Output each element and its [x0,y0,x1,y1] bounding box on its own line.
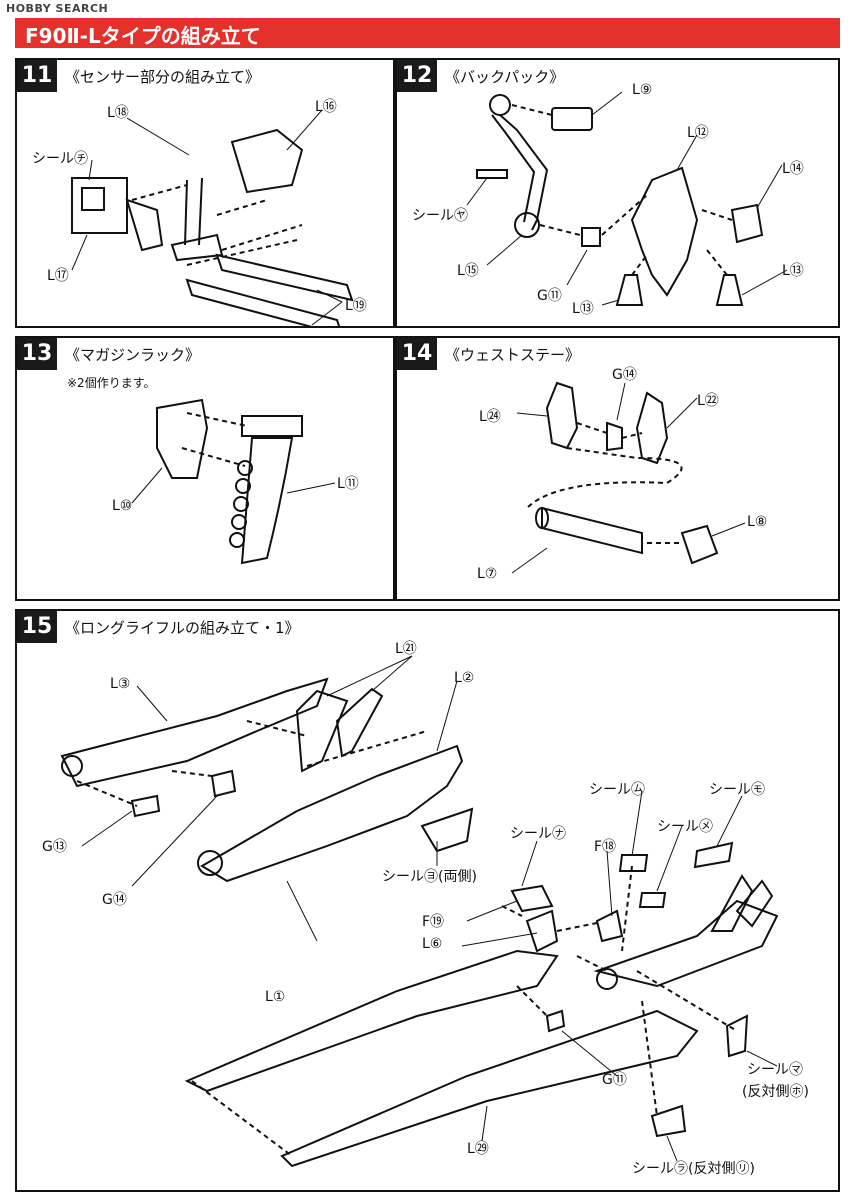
label-seal-mu: シール㋰ [589,782,645,798]
label-l16: L⑯ [315,99,337,115]
watermark: HOBBY SEARCH [6,2,109,15]
step-number: 14 [397,338,437,370]
label-seal-mo: シール㋲ [709,782,765,798]
label-l24: L㉔ [479,409,501,425]
step-12-diagram [466,91,788,306]
step-title: 《バックパック》 [445,68,565,86]
section-header: F90Ⅱ-Lタイプの組み立て [15,18,840,48]
label-l3: L③ [110,676,131,692]
label-l17: L⑰ [47,268,69,284]
label-seal-ra: シール㋶(反対側㋷) [632,1161,755,1177]
label-l1: L① [265,989,286,1005]
label-seal-ya: シール㋳ [412,208,468,224]
label-l14: L⑭ [782,161,804,177]
step-title: 《ロングライフルの組み立て・1》 [65,619,300,637]
step-14-panel: 14 《ウェストステー》 G⑭ L㉔ L㉒ L⑧ L⑦ [395,336,840,601]
label-g13: G⑬ [42,839,67,855]
label-f18: F⑱ [594,839,617,855]
label-l9: L⑨ [632,82,653,98]
step-15-panel: 15 《ロングライフルの組み立て・1》 [15,609,840,1192]
label-l2: L② [454,670,475,686]
label-l13-right: L⑬ [782,263,804,279]
step-11-panel: 11 《センサー部分の組み立て》 L⑱ L⑯ [15,58,395,328]
step-13-panel: 13 《マガジンラック》 ※2個作ります。 L⑪ L⑩ [15,336,395,601]
label-l19: L⑲ [345,298,367,314]
step-note: ※2個作ります。 [67,376,156,390]
label-l18: L⑱ [107,105,129,121]
label-l21: L㉑ [395,641,417,657]
step-14-diagram [511,381,746,574]
label-g14: G⑭ [612,367,637,383]
step-number: 11 [17,60,57,92]
step-12-panel: 12 《バックパック》 [395,58,840,328]
label-l12: L⑫ [687,125,709,141]
label-l10: L⑩ [112,498,133,514]
label-seal-ma-sub: (反対側㋭) [742,1084,809,1100]
label-seal-yo: シール㋵(両側) [382,869,477,885]
step-15-diagram [60,655,779,1168]
step-number: 13 [17,338,57,370]
label-l29: L㉙ [467,1141,489,1157]
step-11-diagram [71,109,354,326]
label-l22: L㉒ [697,393,719,409]
label-l11: L⑪ [337,476,359,492]
label-l8: L⑧ [747,514,768,530]
label-l7: L⑦ [477,566,498,582]
step-number: 15 [17,611,57,643]
label-seal-me: シール㋱ [657,819,713,835]
label-g14: G⑭ [102,892,127,908]
label-seal-chi: シール㋠ [32,151,88,167]
label-l15: L⑮ [457,263,479,279]
label-g11: G⑪ [537,288,562,304]
label-g11: G⑪ [602,1072,627,1088]
label-seal-ne: シール㋤ [510,826,566,842]
step-title: 《センサー部分の組み立て》 [65,68,261,86]
page-title: F90Ⅱ-Lタイプの組み立て [25,24,261,48]
step-title: 《ウェストステー》 [445,346,581,364]
step-13-diagram [131,398,336,565]
label-l6: L⑥ [422,936,443,952]
step-number: 12 [397,60,437,92]
step-title: 《マガジンラック》 [65,346,201,364]
label-seal-ma: シール㋮ [747,1062,803,1078]
label-f19: F⑲ [422,914,445,930]
label-l13-left: L⑬ [572,301,594,317]
